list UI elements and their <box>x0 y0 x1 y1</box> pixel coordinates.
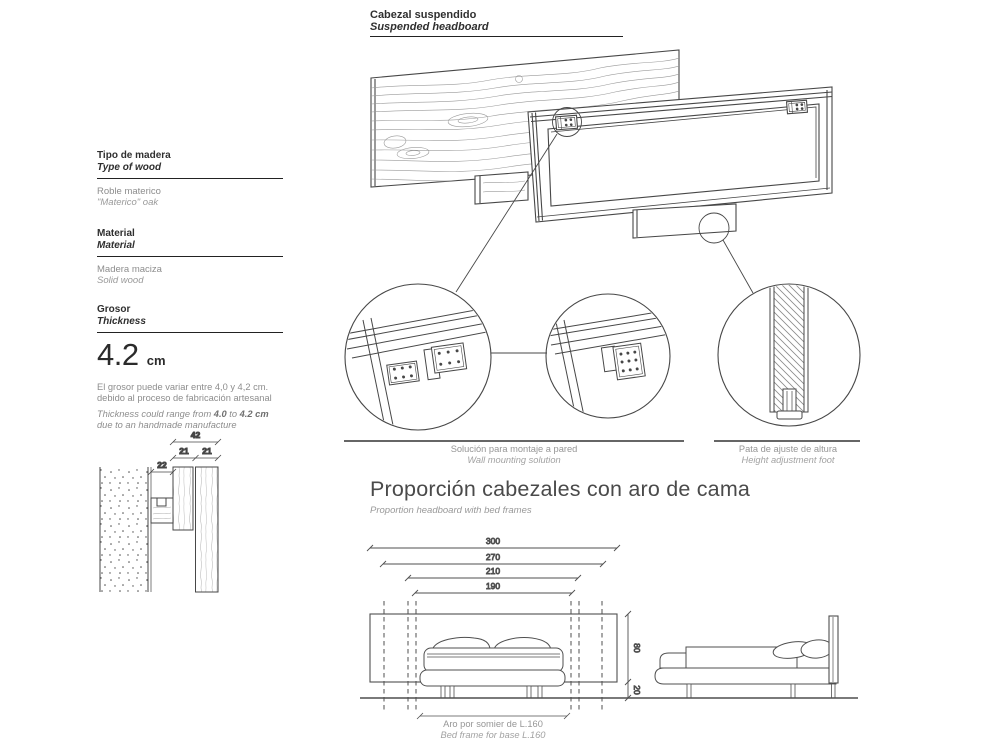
dim-270-label: 270 <box>486 552 500 562</box>
front-panel-support <box>474 171 529 205</box>
note-en-min: 4.0 <box>213 409 227 419</box>
width-dimension-lines <box>366 544 621 597</box>
proportion-subtitle: Proportion headboard with bed frames <box>370 505 532 516</box>
thickness-unit: cm <box>146 353 166 368</box>
bed-frame-caption-en: Bed frame for base L.160 <box>440 730 546 740</box>
thickness-note-en: Thickness could range from 4.0 to 4.2 cm… <box>97 409 287 431</box>
detail-wall-mounting-wide <box>346 306 490 429</box>
wall-cross-section-drawing: 42 21 21 22 <box>99 430 222 593</box>
leader-line-foot <box>722 239 754 294</box>
dim-190-label: 190 <box>486 581 500 591</box>
spec-material-value-en: Solid wood <box>97 275 144 286</box>
dim-300-label: 300 <box>486 536 500 546</box>
spec-thickness: Grosor Thickness 4.2 cm El grosor puede … <box>97 304 287 431</box>
note-en-mid: to <box>226 409 240 419</box>
detail-circle-2 <box>545 293 671 419</box>
spec-rule <box>97 256 283 257</box>
detail-circle-3 <box>717 283 861 427</box>
spec-wood: Tipo de madera Type of wood Roble materi… <box>97 150 287 208</box>
spec-wood-value: Roble materico <box>97 186 161 197</box>
spec-material-label: Material <box>97 228 135 239</box>
note-en-line2: due to an handmade manufacture <box>97 420 237 430</box>
headboard-foot-block <box>632 203 737 239</box>
detail-height-foot <box>769 285 809 420</box>
section-dim-22 <box>147 468 177 476</box>
l160-dimension-line <box>416 712 571 720</box>
wall-section <box>100 467 148 592</box>
page-title: Cabezal suspendido <box>370 9 477 21</box>
wall-bracket-right <box>785 99 809 115</box>
proportion-title: Proporción cabezales con aro de cama <box>370 477 751 501</box>
note-es-line2: debido al proceso de fabricación artesan… <box>97 393 272 403</box>
spec-wood-label: Tipo de madera <box>97 150 171 161</box>
thickness-note-es: El grosor puede variar entre 4,0 y 4,2 c… <box>97 382 287 404</box>
spec-wood-label-en: Type of wood <box>97 161 162 173</box>
proportion-header: Proporción cabezales con aro de cama Pro… <box>370 477 790 517</box>
dim-80-label: 80 <box>632 643 642 653</box>
wall-caption-es: Solución para montaje a pared <box>450 444 578 454</box>
thickness-value: 4.2 cm <box>97 337 287 376</box>
wall-caption-en: Wall mounting solution <box>467 455 561 465</box>
foot-detail-marker-circle <box>698 212 730 244</box>
foot-caption-en: Height adjustment foot <box>741 455 835 465</box>
detail-wall-mounting-close <box>547 309 669 417</box>
headboard-isometric-drawing <box>370 49 833 294</box>
section-panel-inner <box>172 466 194 531</box>
dim-21b-label: 21 <box>202 446 212 456</box>
page-title-en: Suspended headboard <box>370 21 489 33</box>
bed-side-view <box>654 615 839 699</box>
header-rule <box>370 36 623 37</box>
spec-wood-value-en: "Materico" oak <box>97 197 159 208</box>
foot-caption-es: Pata de ajuste de altura <box>738 444 838 454</box>
spec-thickness-label-en: Thickness <box>97 315 146 327</box>
note-en-max: 4.2 cm <box>239 409 269 419</box>
note-es-line1: El grosor puede variar entre 4,0 y 4,2 c… <box>97 382 269 392</box>
wall-mounting-caption: Solución para montaje a pared Wall mount… <box>344 444 684 466</box>
spec-rule <box>97 178 283 179</box>
bed-frame-caption-es: Aro por somier de L.160 <box>443 719 543 729</box>
section-panel-outer <box>195 466 219 593</box>
spec-rule <box>97 332 283 333</box>
spec-material-value: Madera maciza <box>97 264 162 275</box>
bed-front-view <box>419 636 566 699</box>
height-dimension <box>624 610 632 702</box>
spec-material-label-en: Material <box>97 239 135 251</box>
section-dim-21-21 <box>169 454 222 462</box>
bracket-detail-marker-circle <box>552 107 582 137</box>
section-dim-42 <box>169 438 222 446</box>
dim-21a-label: 21 <box>179 446 189 456</box>
proportion-diagram: 300 270 210 190 <box>360 536 858 720</box>
spec-thickness-label: Grosor <box>97 304 131 315</box>
dim-22-label: 22 <box>157 460 167 470</box>
thickness-number: 4.2 <box>97 337 139 372</box>
bed-frame-caption: Aro por somier de L.160 Bed frame for ba… <box>390 719 596 741</box>
dim-210-label: 210 <box>486 566 500 576</box>
spec-material: Material Material Madera maciza Solid wo… <box>97 228 287 286</box>
detail-circle-1 <box>344 283 492 431</box>
page-header: Cabezal suspendido Suspended headboard <box>370 9 626 37</box>
dim-42-label: 42 <box>191 430 201 440</box>
wall-bracket-left <box>554 114 579 131</box>
foot-caption: Pata de ajuste de altura Height adjustme… <box>712 444 864 466</box>
note-en-pre: Thickness could range from <box>97 409 214 419</box>
leader-line-bracket <box>455 133 558 293</box>
dim-20-label: 20 <box>632 685 642 695</box>
projection-dashed-lines <box>383 601 603 713</box>
section-bracket <box>150 497 174 524</box>
